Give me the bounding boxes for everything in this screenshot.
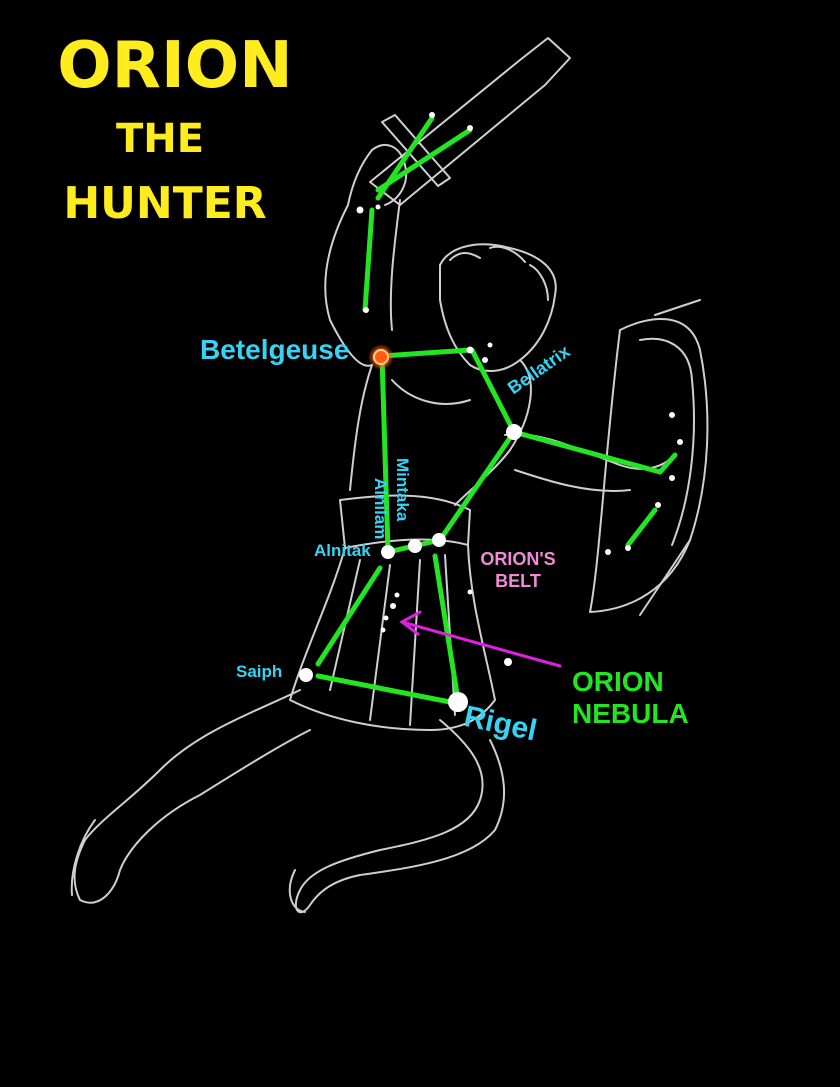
star-alnilam xyxy=(408,539,422,553)
star-sword-4 xyxy=(375,204,381,210)
star-nebula-3 xyxy=(380,627,386,633)
belt-label-line-1: ORION'S xyxy=(480,549,556,569)
belt-label-line-2: BELT xyxy=(495,571,541,591)
star-shield-3 xyxy=(669,475,675,481)
star-shield-5 xyxy=(625,545,631,551)
shield xyxy=(589,318,709,613)
label-alnitak: Alnitak xyxy=(314,541,371,560)
constellation-lines xyxy=(315,115,678,705)
label-orions-belt: ORION'S BELT xyxy=(466,548,570,592)
title-line-3: HUNTER xyxy=(63,178,267,229)
star-right-2 xyxy=(467,589,473,595)
nebula-label-line-1: ORION xyxy=(572,666,664,697)
star-arm-1 xyxy=(363,307,369,313)
label-alnilam: Alnilam xyxy=(371,478,390,540)
star-bellatrix xyxy=(506,424,522,440)
stars xyxy=(299,112,683,712)
star-shield-6 xyxy=(605,549,611,555)
star-sword-lower xyxy=(394,592,400,598)
star-saiph xyxy=(299,668,313,682)
star-nebula-1 xyxy=(390,603,396,609)
title-line-1: ORION xyxy=(57,29,293,103)
star-head-2 xyxy=(482,357,488,363)
nebula-arrow xyxy=(399,610,562,668)
star-sword-3 xyxy=(356,206,364,214)
star-shield-4 xyxy=(655,502,661,508)
label-orion-nebula: ORION NEBULA xyxy=(572,666,689,730)
star-mintaka xyxy=(432,533,446,547)
star-sword-1 xyxy=(429,112,435,118)
star-betelgeuse xyxy=(373,349,389,365)
right-leg xyxy=(294,719,506,914)
star-nebula-2 xyxy=(383,615,389,621)
star-shield-1 xyxy=(669,412,675,418)
title-line-2: THE xyxy=(115,116,205,162)
label-saiph: Saiph xyxy=(236,662,283,681)
star-rigel xyxy=(448,692,468,712)
left-leg xyxy=(73,689,311,904)
star-alnitak xyxy=(381,545,395,559)
star-shield-2 xyxy=(677,439,683,445)
label-betelgeuse: Betelgeuse xyxy=(200,334,350,365)
hunter-figure-sketch xyxy=(70,37,709,914)
star-right-1 xyxy=(504,658,512,666)
label-mintaka: Mintaka xyxy=(393,458,412,522)
nebula-label-line-2: NEBULA xyxy=(572,698,689,729)
star-sword-2 xyxy=(467,125,473,131)
star-head-1 xyxy=(466,346,474,354)
head xyxy=(439,243,557,372)
star-head-3 xyxy=(487,342,493,348)
raised-arm xyxy=(324,149,373,367)
